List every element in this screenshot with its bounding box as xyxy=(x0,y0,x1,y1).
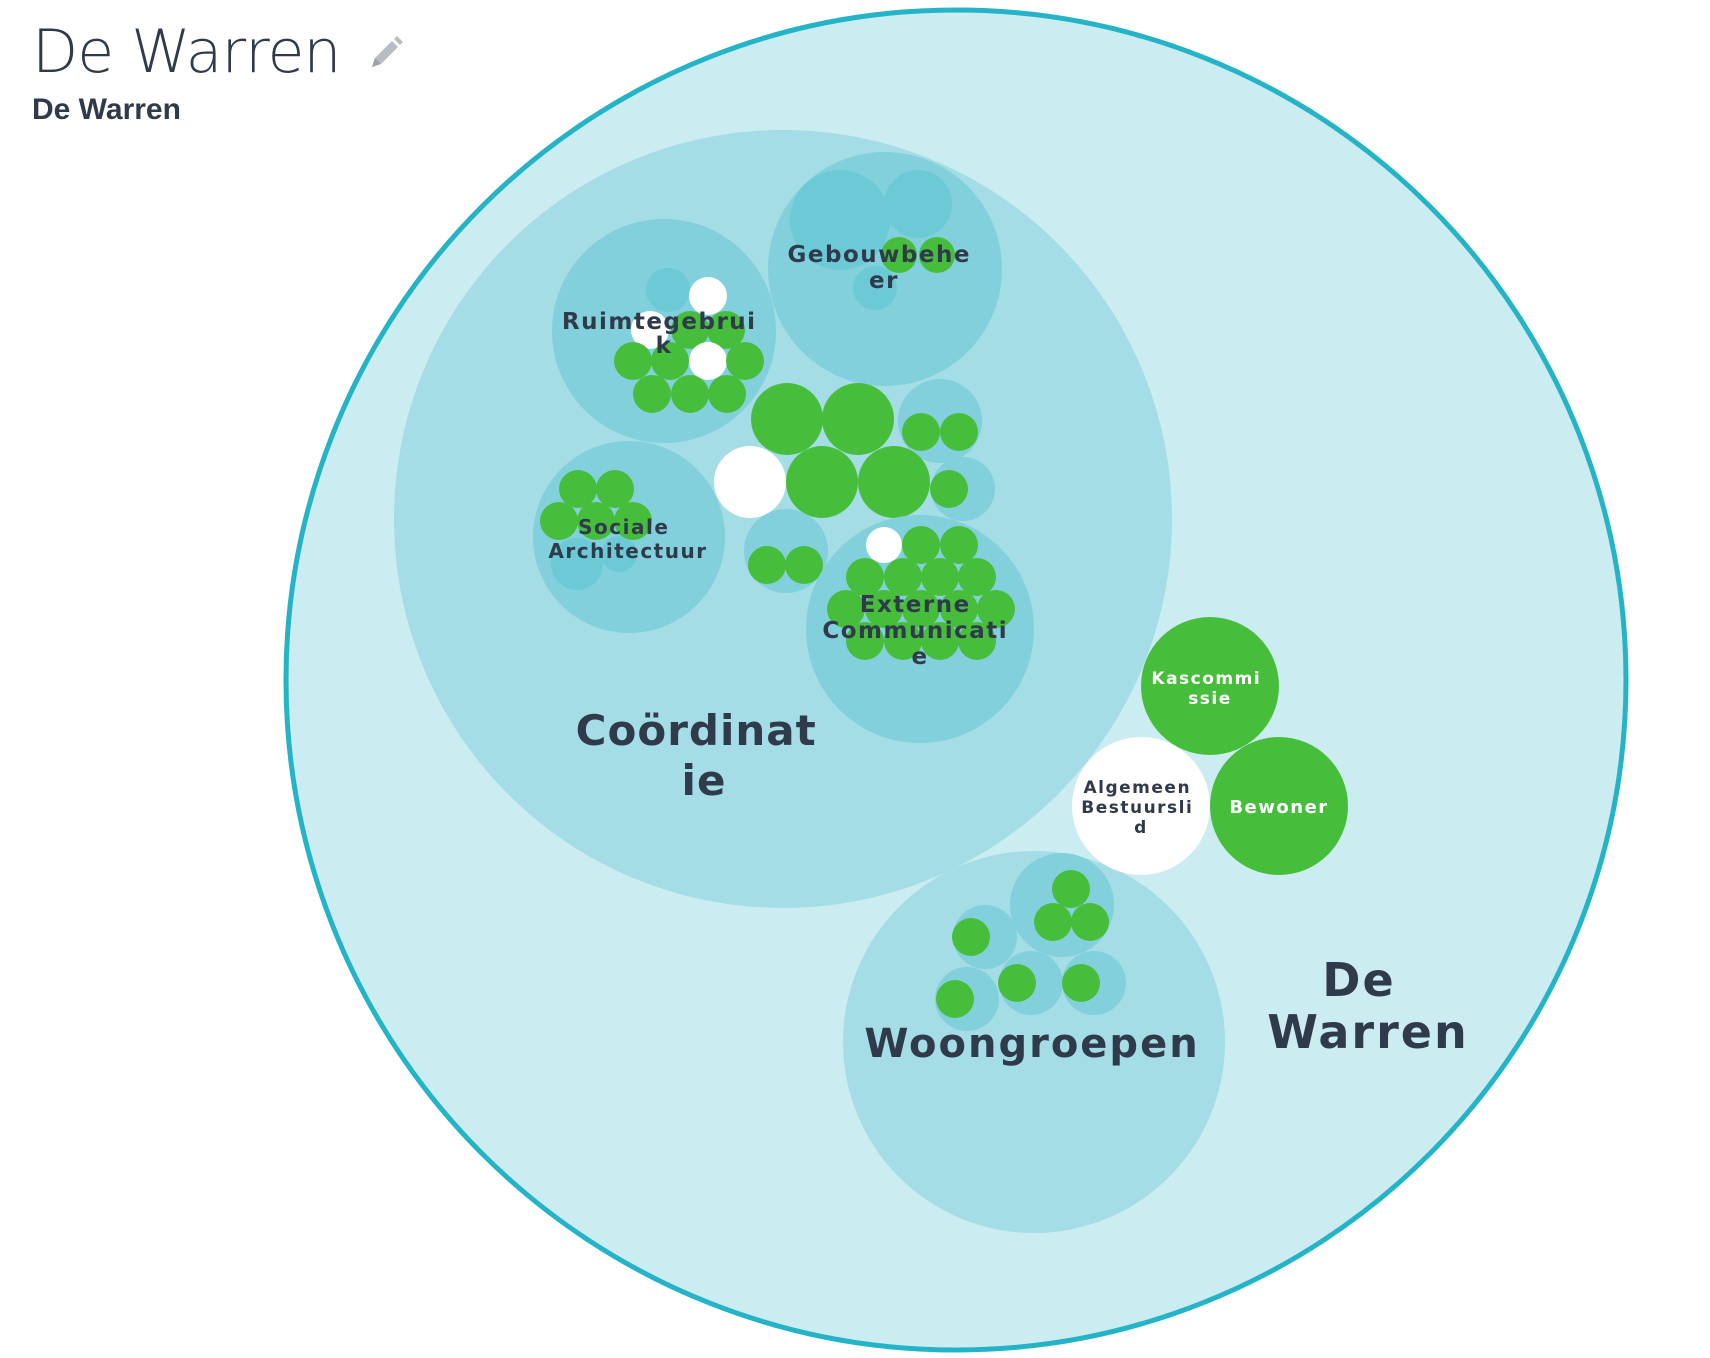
role-circle-vacant[interactable] xyxy=(631,311,669,349)
role-circle[interactable] xyxy=(902,590,940,628)
role-circle[interactable] xyxy=(827,590,865,628)
role-circle[interactable] xyxy=(921,622,959,660)
title-row: De Warren xyxy=(32,14,404,90)
role-circle[interactable] xyxy=(977,590,1015,628)
page-subtitle: De Warren xyxy=(32,93,181,126)
role-circle[interactable] xyxy=(614,342,652,380)
role-circle[interactable] xyxy=(998,964,1036,1002)
label-gebouwbeheer: Gebouwbehe er xyxy=(788,242,981,294)
label-bewoner: Bewoner xyxy=(1229,797,1328,818)
role-circle[interactable] xyxy=(958,558,996,596)
gebouwbeheer-sub-circle[interactable] xyxy=(884,170,952,238)
role-circle[interactable] xyxy=(884,558,922,596)
role-circle-vacant[interactable] xyxy=(714,446,786,518)
role-circle[interactable] xyxy=(614,502,652,540)
role-circle[interactable] xyxy=(884,622,922,660)
role-circle[interactable] xyxy=(785,546,823,584)
sociale-sub-circle[interactable] xyxy=(551,538,603,590)
label-algemeen-bestuurslid: Algemeen Bestuursli d xyxy=(1081,778,1201,838)
role-circle[interactable] xyxy=(748,546,786,584)
role-circle[interactable] xyxy=(596,470,634,508)
label-coordinatie: Coördinat ie xyxy=(576,706,833,805)
role-circle[interactable] xyxy=(919,237,955,273)
label-sociale-architectuur: Sociale Architectuur xyxy=(548,515,707,563)
circle-woongroepen[interactable] xyxy=(843,851,1225,1233)
role-circle[interactable] xyxy=(633,375,671,413)
circle-algemeen-bestuurslid[interactable] xyxy=(1072,737,1210,875)
role-circle[interactable] xyxy=(540,502,578,540)
role-circle[interactable] xyxy=(786,446,858,518)
role-circle[interactable] xyxy=(1062,964,1100,1002)
role-circle[interactable] xyxy=(1052,870,1090,908)
role-circle[interactable] xyxy=(708,375,746,413)
role-circle[interactable] xyxy=(858,446,930,518)
role-circle[interactable] xyxy=(952,918,990,956)
gebouwbeheer-sub-circle[interactable] xyxy=(790,170,890,270)
sociale-sub-circle[interactable] xyxy=(601,536,637,572)
label-externe-communicatie: Externe Communicati e xyxy=(822,592,1017,670)
role-circle[interactable] xyxy=(651,342,689,380)
role-circle[interactable] xyxy=(940,413,978,451)
page-title: De Warren xyxy=(32,17,341,87)
role-circle[interactable] xyxy=(577,502,615,540)
role-circle[interactable] xyxy=(936,980,974,1018)
pencil-icon xyxy=(372,35,404,67)
label-woongroepen: Woongroepen xyxy=(864,1021,1199,1067)
role-circle[interactable] xyxy=(822,383,894,455)
role-circle[interactable] xyxy=(1071,903,1109,941)
role-circle[interactable] xyxy=(930,470,968,508)
role-circle[interactable] xyxy=(751,383,823,455)
role-circle[interactable] xyxy=(902,526,940,564)
label-ruimtegebruik: Ruimtegebrui k xyxy=(562,309,766,359)
ruimtegebruik-sub-circle[interactable] xyxy=(646,268,690,312)
label-kascommissie: Kascommi ssie xyxy=(1151,669,1268,709)
role-circle[interactable] xyxy=(921,558,959,596)
role-circle[interactable] xyxy=(902,413,940,451)
role-circle-vacant[interactable] xyxy=(866,527,902,563)
role-circle[interactable] xyxy=(559,470,597,508)
circle-kascommissie[interactable] xyxy=(1141,617,1279,755)
role-circle[interactable] xyxy=(671,311,709,349)
role-circle[interactable] xyxy=(1034,903,1072,941)
role-circle[interactable] xyxy=(846,622,884,660)
role-circle-vacant[interactable] xyxy=(689,342,727,380)
role-circle[interactable] xyxy=(940,526,978,564)
role-circle[interactable] xyxy=(671,375,709,413)
role-circle[interactable] xyxy=(865,590,903,628)
label-root: De Warren xyxy=(1267,953,1468,1059)
circle-bewoner[interactable] xyxy=(1210,737,1348,875)
role-circle[interactable] xyxy=(881,237,917,273)
page-header: De Warren De Warren xyxy=(32,14,404,128)
role-circle[interactable] xyxy=(846,558,884,596)
edit-title-button[interactable] xyxy=(368,35,404,76)
role-circle[interactable] xyxy=(707,311,745,349)
role-circle[interactable] xyxy=(940,590,978,628)
gebouwbeheer-sub-circle[interactable] xyxy=(853,266,897,310)
role-circle[interactable] xyxy=(726,342,764,380)
role-circle[interactable] xyxy=(958,622,996,660)
role-circle-vacant[interactable] xyxy=(689,277,727,315)
